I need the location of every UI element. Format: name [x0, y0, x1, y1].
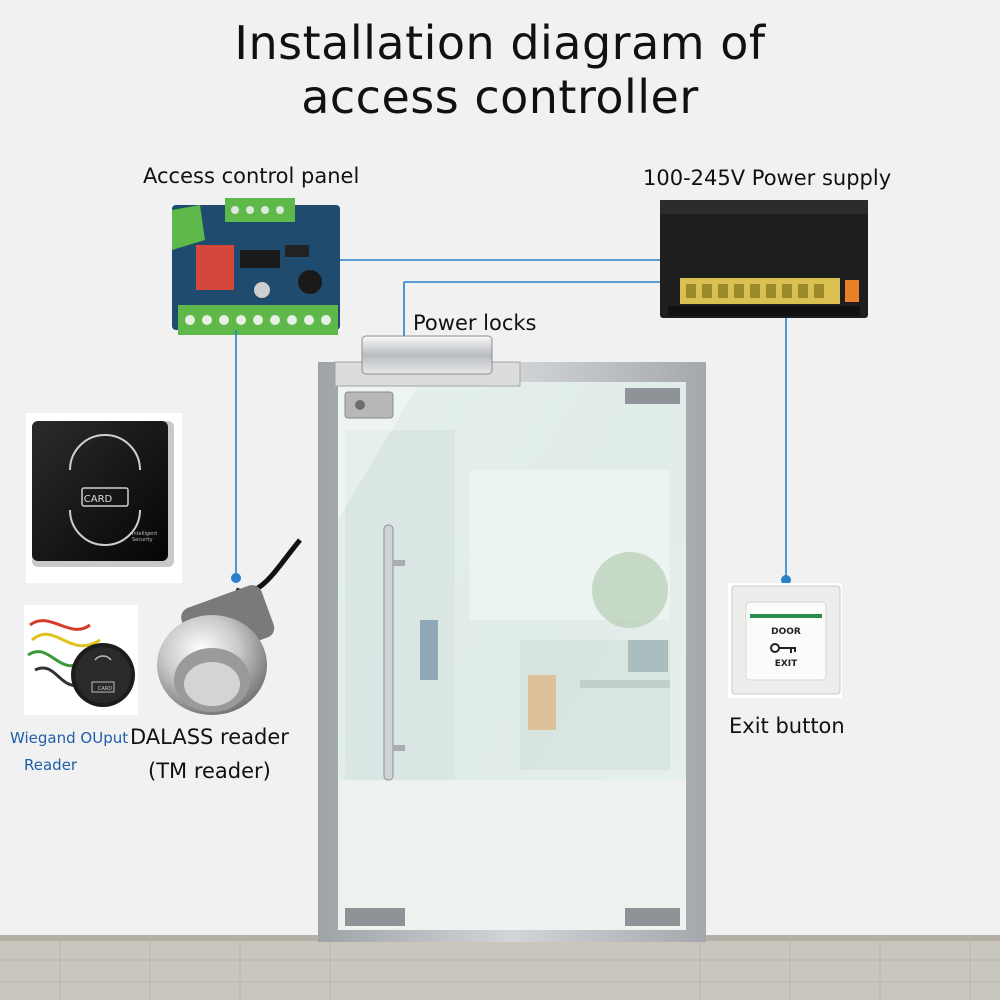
wiegand-reader-label-1: Wiegand OUput: [10, 729, 129, 747]
reader-wire-node: [231, 573, 241, 583]
exit-button-label: Exit button: [729, 714, 845, 738]
dallas-reader-device: [157, 538, 302, 715]
power-supply-label: 100-245V Power supply: [643, 166, 892, 190]
card-reader-label: CARD: [84, 494, 113, 505]
wiring: [235, 259, 787, 580]
card-reader-brand-1: Intelligent: [132, 531, 157, 537]
tm-reader-label: (TM reader): [148, 759, 271, 783]
access-control-panel-board: [172, 198, 340, 335]
exit-button-exit-label: EXIT: [775, 659, 798, 669]
floor: [0, 935, 1000, 1000]
diagram-title-line-1: Installation diagram of: [234, 16, 766, 70]
wiegand-reader-label-2: Reader: [24, 756, 78, 774]
card-reader-brand-2: Security: [132, 537, 153, 543]
power-supply-unit: [660, 200, 868, 318]
power-locks-label: Power locks: [413, 311, 537, 335]
access-control-panel-label: Access control panel: [143, 164, 360, 188]
exit-button-door-label: DOOR: [771, 627, 801, 637]
glass-door: [318, 362, 706, 942]
exit-button-device: [728, 583, 842, 698]
diagram-title-line-2: access controller: [301, 70, 699, 124]
dallas-reader-label: DALASS reader: [130, 725, 289, 749]
power-lock: [334, 335, 521, 419]
exit-wire-node: [781, 575, 791, 585]
wiegand-card-label: CARD: [98, 686, 112, 692]
card-reader-device: [26, 413, 182, 583]
wiegand-reader-device: [24, 605, 138, 715]
